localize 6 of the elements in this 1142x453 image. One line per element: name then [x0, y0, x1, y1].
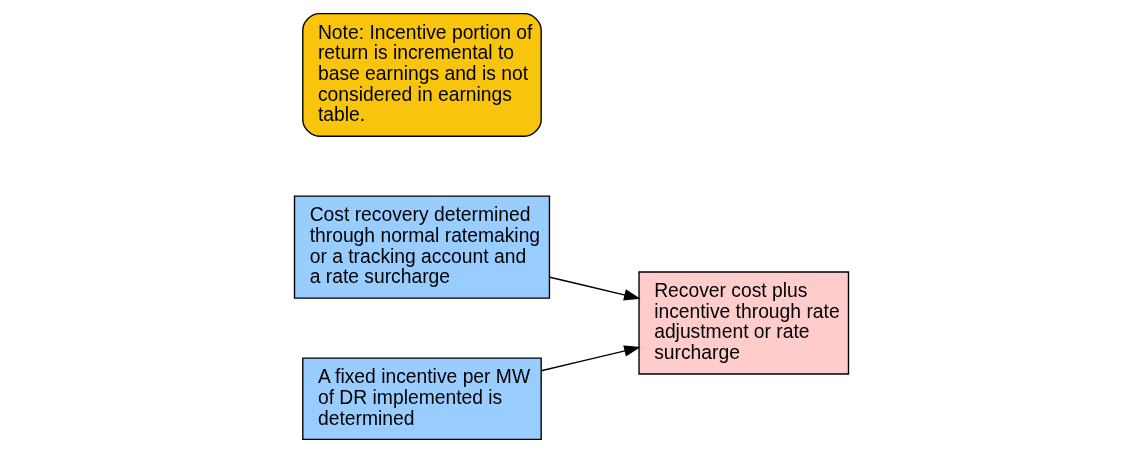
node-box: A fixed incentive per MW of DR implemented is determined	[301, 357, 542, 441]
node-box: Note: Incentive portion of return is incremental to base earnings and is not considered in earnings table.	[301, 12, 542, 137]
node-box: Cost recovery determined through normal ratemaking or a tracking account and a rate surcharge	[293, 195, 550, 299]
node-box: Recover cost plus incentive through rate adjustment or rate surcharge	[637, 271, 849, 375]
arrow	[540, 345, 641, 372]
arrow	[548, 276, 641, 301]
